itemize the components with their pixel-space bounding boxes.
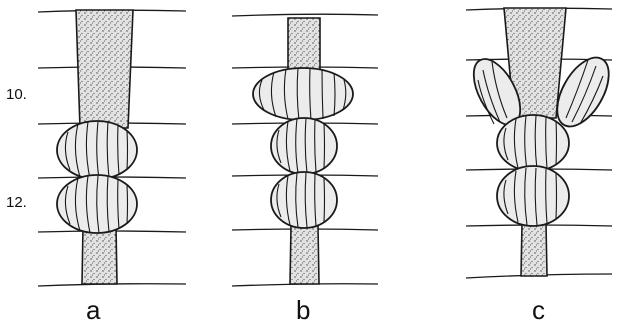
- swelling-a-segment-1: [57, 121, 137, 179]
- row-label-12: 12.: [6, 194, 27, 211]
- stem-b-lower: [290, 226, 319, 284]
- swelling-c-segment-1: [497, 115, 569, 171]
- panel-label-a: a: [86, 295, 101, 325]
- row-label-10: 10.: [6, 86, 27, 103]
- panel-label-c: c: [532, 295, 545, 325]
- swelling-b-flare: [253, 68, 353, 120]
- stem-a-upper: [76, 10, 133, 128]
- stem-a-lower: [82, 226, 117, 284]
- swelling-a-segment-2: [57, 175, 137, 233]
- swelling-c-segment-2: [497, 166, 569, 226]
- stem-c-lower: [521, 224, 547, 276]
- panel-b: [232, 14, 378, 286]
- swelling-b-segment-1: [271, 118, 337, 174]
- swelling-b-segment-2: [271, 172, 337, 228]
- panel-c: [464, 8, 619, 278]
- stem-b-upper: [288, 18, 320, 72]
- panel-label-b: b: [296, 295, 310, 325]
- panel-a: [38, 10, 186, 286]
